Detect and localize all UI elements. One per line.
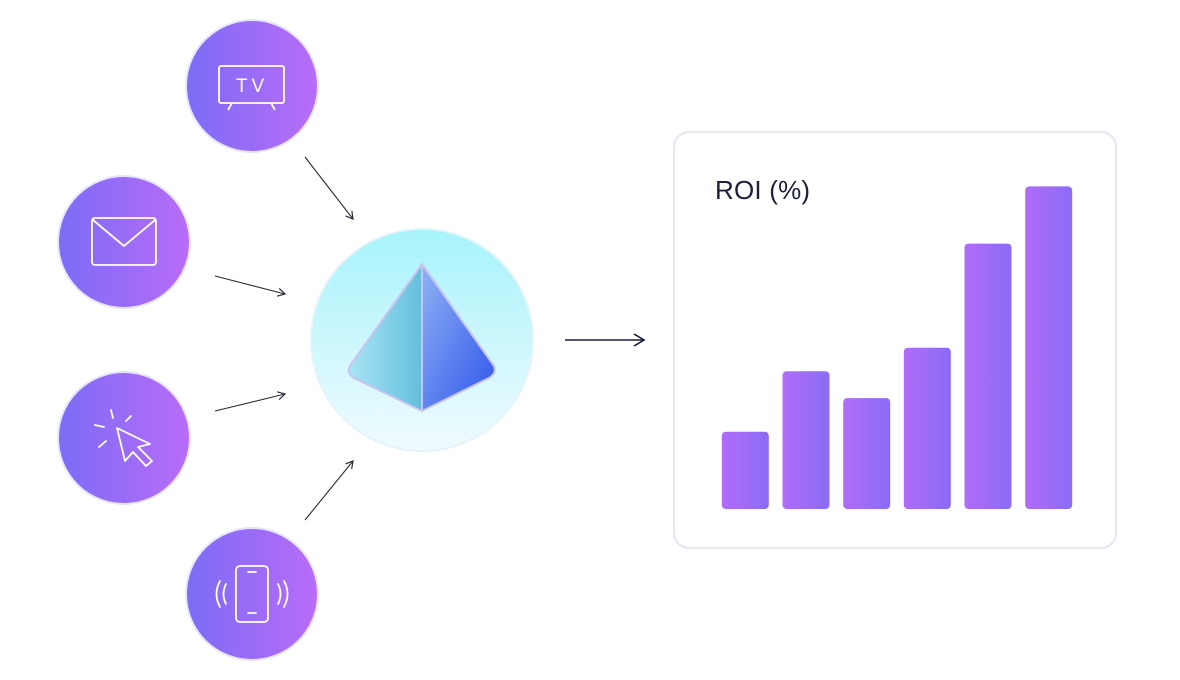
arrow-email-to-hub	[214, 275, 287, 297]
roi-bar-1	[721, 431, 769, 509]
vibrating-phone-icon	[215, 565, 289, 623]
roi-bar-2	[782, 371, 830, 509]
arrow-web-to-hub	[214, 391, 287, 412]
channel-email	[57, 175, 191, 309]
chart-title: ROI (%)	[715, 175, 811, 205]
roi-bar-6	[1025, 186, 1073, 509]
arrow-mobile-to-hub	[304, 460, 354, 521]
input-arrows	[214, 156, 354, 521]
roi-bar-5	[964, 243, 1012, 509]
channel-mobile	[185, 527, 319, 661]
roi-bar-4	[903, 347, 951, 509]
pyramid-icon	[347, 263, 496, 412]
channel-web	[57, 371, 191, 505]
roi-bars	[721, 186, 1073, 509]
roi-bar-chart	[721, 186, 1073, 509]
envelope-icon	[91, 217, 157, 266]
cursor-click-icon	[94, 409, 153, 467]
hub	[310, 228, 534, 452]
tv-icon-label: TV	[236, 76, 268, 97]
tv-icon	[218, 65, 285, 111]
roi-bar-3	[843, 398, 891, 509]
arrow-tv-to-hub	[304, 156, 354, 220]
channel-tv: TV	[185, 19, 319, 153]
roi-chart-card: ROI (%)	[673, 131, 1117, 549]
